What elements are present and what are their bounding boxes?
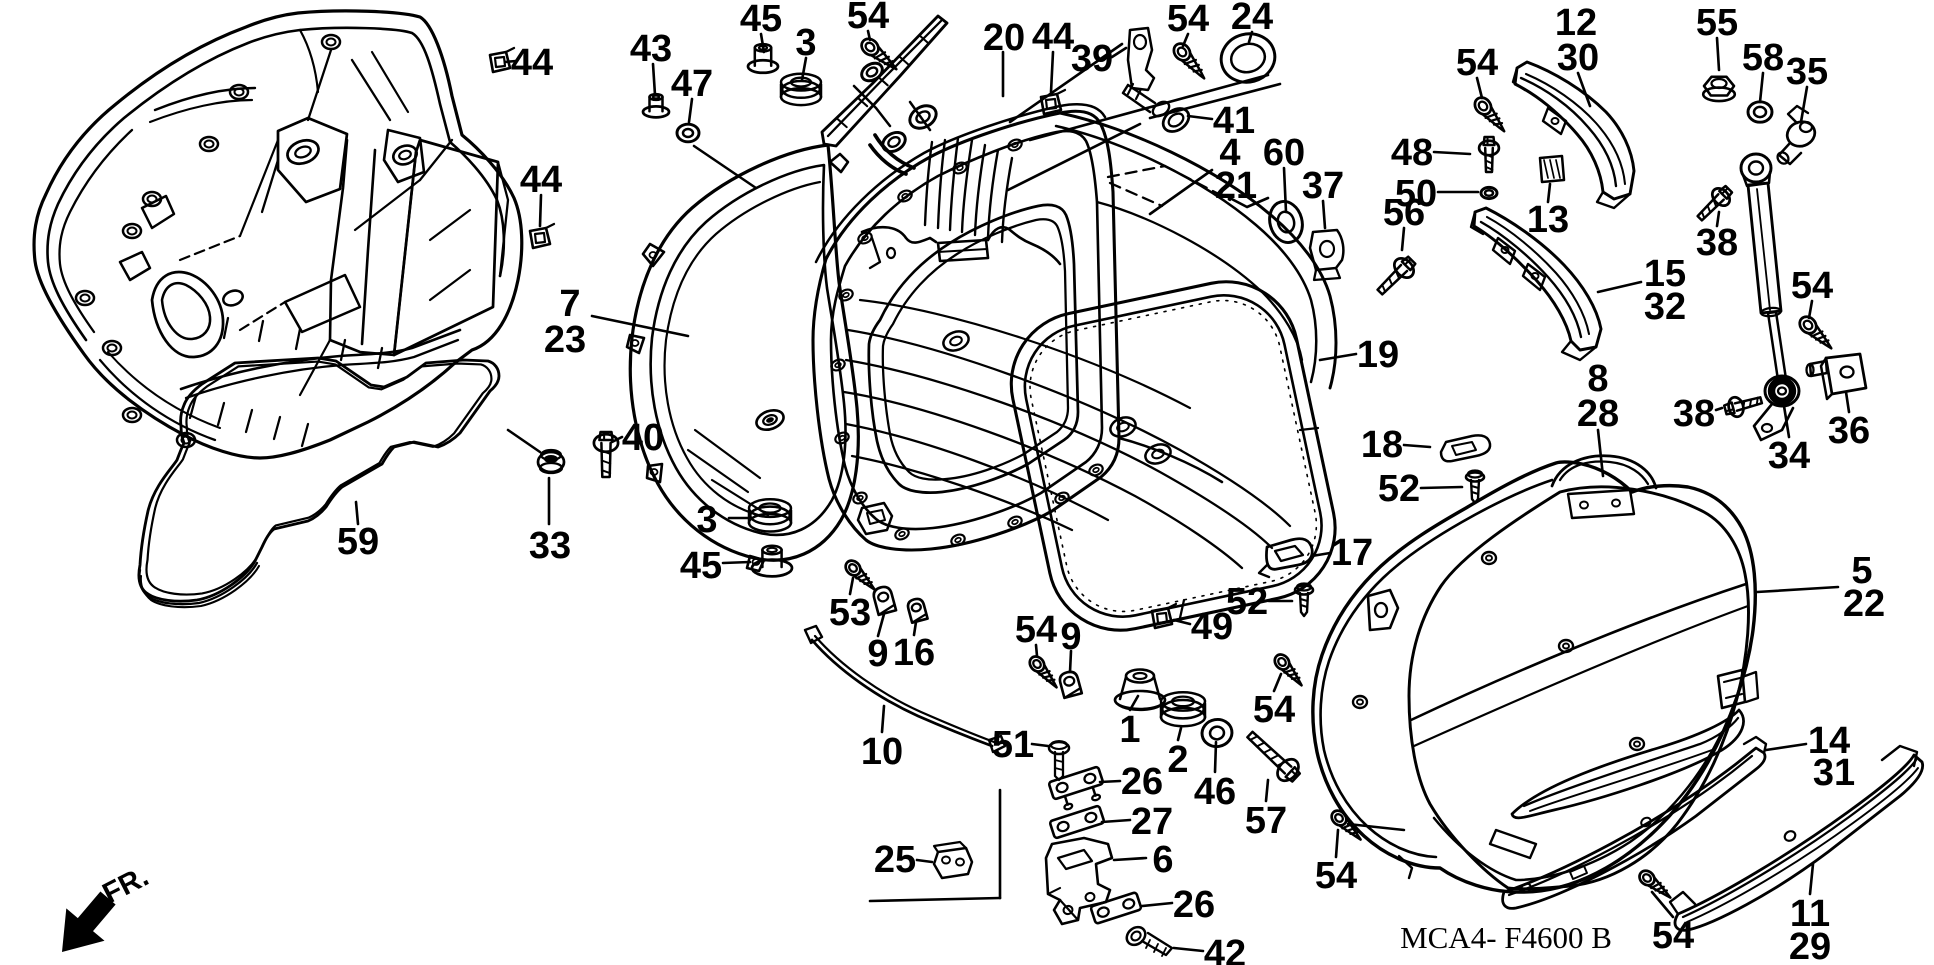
svg-text:43: 43 [630, 28, 672, 70]
svg-text:26: 26 [1121, 761, 1163, 803]
svg-text:24: 24 [1231, 0, 1273, 38]
svg-text:9: 9 [867, 633, 888, 675]
svg-text:54: 54 [1315, 855, 1357, 897]
svg-text:19: 19 [1357, 334, 1399, 376]
svg-text:56: 56 [1383, 192, 1425, 234]
svg-text:26: 26 [1173, 884, 1215, 926]
svg-text:45: 45 [740, 0, 782, 40]
svg-text:27: 27 [1131, 801, 1173, 843]
svg-text:33: 33 [529, 525, 571, 567]
svg-text:60: 60 [1263, 132, 1305, 174]
svg-text:30: 30 [1557, 37, 1599, 79]
svg-text:35: 35 [1786, 51, 1828, 93]
svg-text:49: 49 [1191, 606, 1233, 648]
svg-text:54: 54 [1652, 915, 1694, 957]
svg-text:17: 17 [1331, 532, 1373, 574]
svg-text:1: 1 [1119, 709, 1140, 751]
svg-text:38: 38 [1696, 222, 1738, 264]
svg-text:50: 50 [1395, 173, 1437, 215]
svg-text:44: 44 [511, 42, 553, 84]
svg-text:53: 53 [829, 592, 871, 634]
svg-text:39: 39 [1071, 38, 1113, 80]
svg-text:42: 42 [1204, 933, 1246, 965]
svg-text:38: 38 [1673, 393, 1715, 435]
svg-text:14: 14 [1808, 720, 1850, 762]
svg-text:36: 36 [1828, 410, 1870, 452]
svg-text:7: 7 [559, 283, 580, 325]
svg-text:12: 12 [1555, 2, 1597, 44]
svg-text:2: 2 [1167, 739, 1188, 781]
svg-text:13: 13 [1527, 199, 1569, 241]
svg-text:54: 54 [1015, 609, 1057, 651]
svg-text:52: 52 [1378, 468, 1420, 510]
svg-text:54: 54 [1167, 0, 1209, 40]
svg-text:5: 5 [1851, 550, 1872, 592]
svg-text:31: 31 [1813, 752, 1855, 794]
svg-text:6: 6 [1152, 839, 1173, 881]
svg-text:48: 48 [1391, 132, 1433, 174]
svg-text:3: 3 [696, 499, 717, 541]
svg-text:4: 4 [1219, 132, 1240, 174]
svg-text:16: 16 [893, 632, 935, 674]
svg-text:MCA4- F4600 B: MCA4- F4600 B [1400, 920, 1612, 955]
svg-text:11: 11 [1790, 893, 1830, 935]
svg-text:22: 22 [1843, 583, 1885, 625]
svg-text:21: 21 [1215, 165, 1257, 207]
svg-text:58: 58 [1742, 37, 1784, 79]
svg-text:9: 9 [1060, 616, 1081, 658]
svg-text:40: 40 [622, 417, 664, 459]
svg-text:23: 23 [544, 319, 586, 361]
svg-text:25: 25 [874, 839, 916, 881]
svg-text:45: 45 [680, 545, 722, 587]
svg-text:57: 57 [1245, 800, 1287, 842]
svg-text:54: 54 [1253, 689, 1295, 731]
svg-text:20: 20 [983, 17, 1025, 59]
svg-text:28: 28 [1577, 393, 1619, 435]
svg-text:54: 54 [847, 0, 889, 37]
svg-text:55: 55 [1696, 2, 1738, 44]
svg-text:46: 46 [1194, 771, 1236, 813]
svg-text:8: 8 [1587, 358, 1608, 400]
svg-text:3: 3 [795, 22, 816, 64]
svg-text:29: 29 [1789, 926, 1831, 965]
svg-text:44: 44 [520, 159, 562, 201]
svg-text:44: 44 [1032, 16, 1074, 58]
svg-text:54: 54 [1456, 42, 1498, 84]
svg-text:47: 47 [671, 63, 713, 105]
svg-text:34: 34 [1768, 435, 1810, 477]
svg-text:10: 10 [861, 731, 903, 773]
svg-text:52: 52 [1226, 581, 1268, 623]
svg-text:51: 51 [992, 724, 1034, 766]
svg-text:18: 18 [1361, 424, 1403, 466]
svg-text:32: 32 [1644, 286, 1686, 328]
svg-text:59: 59 [337, 521, 379, 563]
svg-text:41: 41 [1213, 100, 1255, 142]
svg-text:54: 54 [1791, 265, 1833, 307]
svg-text:37: 37 [1302, 165, 1344, 207]
svg-text:15: 15 [1644, 253, 1686, 295]
